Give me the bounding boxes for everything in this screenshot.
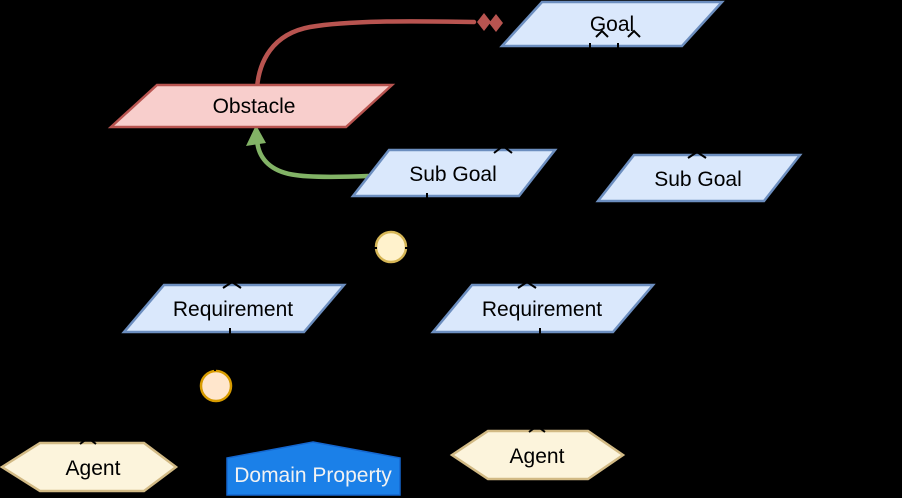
domain-property-shape (226, 441, 401, 496)
connector-arrowhead-icon (528, 424, 546, 433)
requirement-label: Requirement (173, 298, 293, 321)
node-junction-1[interactable] (374, 230, 408, 264)
connector-artifacts (79, 29, 707, 445)
subgoal-label: Sub Goal (409, 163, 497, 186)
node-obstacle[interactable]: Obstacle (107, 83, 396, 129)
agent-shape (449, 429, 626, 481)
subgoal-shape (350, 148, 558, 198)
node-requirement-2[interactable]: Requirement (430, 283, 656, 334)
connector-arrowhead-icon (222, 280, 242, 289)
node-agent-1[interactable]: Agent (0, 441, 179, 493)
arrowhead-icon (246, 125, 266, 146)
requirement-shape (121, 283, 347, 334)
edge-obstruction[interactable] (254, 13, 503, 91)
connector-arrowhead-icon (627, 29, 641, 38)
obstacle-shape (107, 83, 396, 129)
resolution-curve (255, 141, 371, 180)
obstruction-curve (254, 19, 477, 91)
connector-arrowhead-icon (493, 144, 513, 154)
agent-label: Agent (510, 445, 565, 468)
connector-arrowhead-icon (595, 29, 609, 38)
requirement-shape (430, 283, 656, 334)
node-requirement-1[interactable]: Requirement (121, 283, 347, 334)
subgoal-label: Sub Goal (654, 168, 742, 191)
obstacle-label: Obstacle (213, 95, 296, 118)
connector-arrowhead-icon (517, 280, 537, 289)
goal-shape (499, 0, 725, 48)
node-subgoal-1[interactable]: Sub Goal (350, 148, 558, 198)
double-diamond-icon (477, 13, 491, 31)
edge-resolution[interactable] (246, 125, 371, 180)
double-diamond-icon (489, 14, 503, 32)
node-goal[interactable]: Goal (499, 0, 725, 48)
agent-label: Agent (66, 457, 121, 480)
domain-property-label: Domain Property (234, 464, 392, 487)
node-agent-2[interactable]: Agent (449, 429, 626, 481)
junction-circle (374, 230, 408, 264)
requirement-label: Requirement (482, 298, 602, 321)
junction-circle (199, 369, 233, 403)
goal-label: Goal (590, 13, 634, 36)
node-junction-2[interactable] (199, 369, 233, 403)
subgoal-shape (595, 153, 803, 203)
agent-shape (0, 441, 179, 493)
node-domain-property[interactable]: Domain Property (226, 441, 401, 496)
node-subgoal-2[interactable]: Sub Goal (595, 153, 803, 203)
connector-arrowhead-icon (687, 150, 707, 159)
connector-arrowhead-icon (79, 436, 97, 445)
